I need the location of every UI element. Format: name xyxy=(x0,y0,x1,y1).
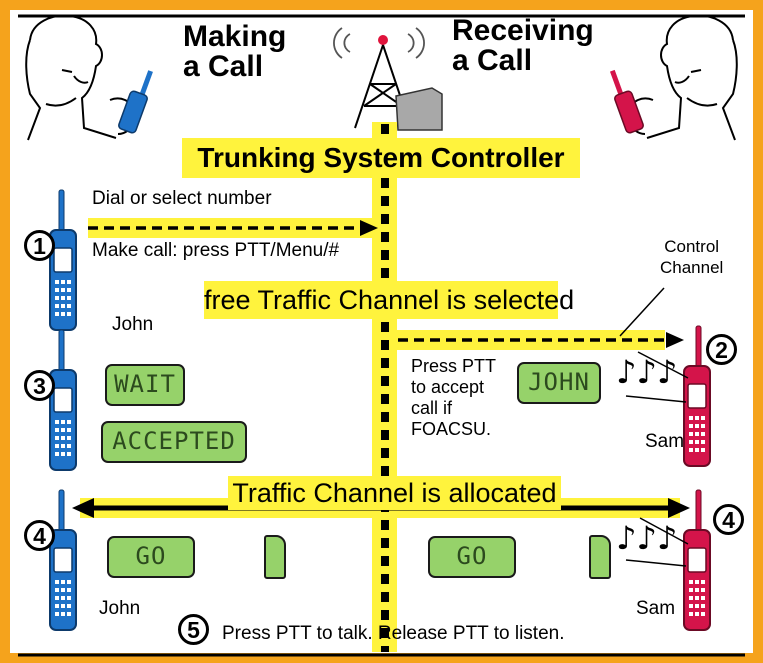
caller-name-bottom: John xyxy=(99,598,141,619)
control-channel-label: Control Channel xyxy=(660,237,724,277)
step-4-marker-left: 4 xyxy=(24,520,55,551)
music-notes-icon: ♪♪♪ xyxy=(616,519,678,557)
display-wait: WAIT xyxy=(105,364,185,406)
make-call-label: Make call: press PTT/Menu/# xyxy=(92,240,340,261)
accept-instruction: Press PTT to accept call if FOACSU. xyxy=(411,356,497,439)
callee-name-bottom: Sam xyxy=(636,598,676,619)
callee-name: Sam xyxy=(645,431,685,452)
control-channel-pointer xyxy=(619,287,665,337)
mini-display-right xyxy=(589,535,611,579)
step-1-marker: 1 xyxy=(24,230,55,261)
receiving-call-title: Receiving a Call xyxy=(452,14,594,77)
step-5-marker: 5 xyxy=(178,614,209,645)
music-notes-icon: ♪♪♪ xyxy=(616,353,678,391)
step-2-marker: 2 xyxy=(706,334,737,365)
step-3-marker: 3 xyxy=(24,370,55,401)
blue-radio-icon xyxy=(118,70,153,134)
display-go-right: GO xyxy=(428,536,516,578)
display-accepted: ACCEPTED xyxy=(101,421,247,463)
red-radio-icon xyxy=(609,69,644,134)
making-call-title: Making a Call xyxy=(183,20,287,83)
radio-tower-icon xyxy=(333,27,443,131)
allocated-label: Traffic Channel is allocated xyxy=(228,476,561,510)
dial-label: Dial or select number xyxy=(92,188,272,209)
mini-display-left xyxy=(264,535,286,579)
step-5-text: Press PTT to talk. Release PTT to listen… xyxy=(222,623,565,644)
controller-label: Trunking System Controller xyxy=(182,138,580,178)
display-john: JOHN xyxy=(517,362,601,404)
free-channel-label: free Traffic Channel is selected xyxy=(204,281,574,319)
caller-name: John xyxy=(112,314,154,335)
display-go-left: GO xyxy=(107,536,195,578)
step-4-marker-right: 4 xyxy=(713,504,744,535)
